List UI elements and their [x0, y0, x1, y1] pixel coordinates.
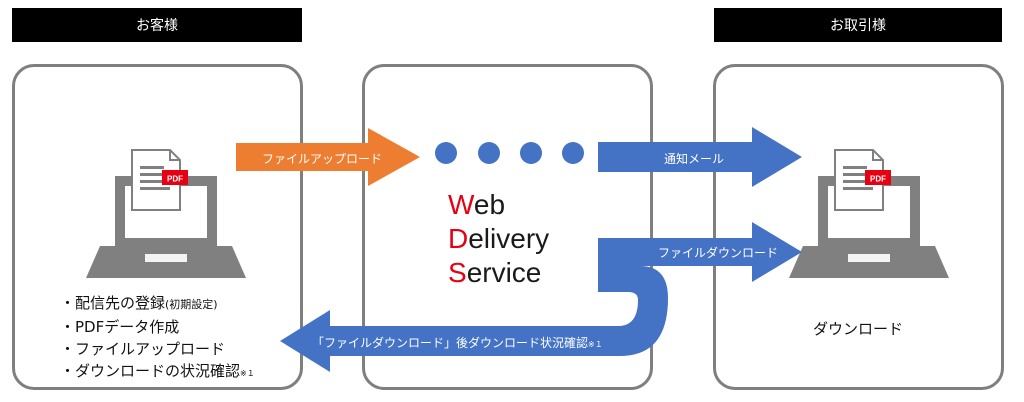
partner-download-label: ダウンロード	[812, 320, 903, 338]
client-task-register: ・配信先の登録(初期設定)	[60, 294, 218, 312]
partner-document-icon: PDF	[834, 149, 891, 211]
client-document-icon: PDF	[131, 149, 188, 211]
client-task-pdf: ・PDFデータ作成	[60, 318, 180, 336]
status-check-note: ※１	[588, 340, 603, 349]
client-header: お客様	[12, 8, 302, 42]
client-task-list: ・配信先の登録(初期設定) ・PDFデータ作成 ・ファイルアップロード ・ダウン…	[60, 292, 255, 385]
notify-arrow	[598, 127, 802, 187]
notify-arrow-label: 通知メール	[664, 152, 725, 166]
upload-arrow-label: ファイルアップロード	[262, 152, 383, 166]
status-check-label: 「ファイルダウンロード」後ダウンロード状況確認※１	[312, 334, 603, 351]
partner-header: お取引様	[714, 8, 1002, 42]
client-task-upload: ・ファイルアップロード	[60, 340, 226, 358]
download-arrow	[598, 222, 802, 282]
brand-line-web: Web	[448, 189, 506, 220]
transfer-dots	[435, 142, 584, 164]
status-check-text: 「ファイルダウンロード」後ダウンロード状況確認	[312, 336, 589, 350]
brand-line-service: Service	[448, 257, 542, 288]
client-pdf-badge: PDF	[167, 175, 183, 184]
service-brand: Web Delivery Service	[448, 188, 549, 290]
partner-pdf-badge: PDF	[870, 175, 886, 184]
client-header-label: お客様	[136, 18, 178, 34]
partner-header-label: お取引様	[830, 18, 886, 34]
status-check-arrow	[280, 266, 668, 372]
download-arrow-label: ファイルダウンロード	[658, 246, 779, 260]
brand-line-delivery: Delivery	[448, 223, 550, 254]
upload-arrow	[236, 128, 420, 186]
client-task-status: ・ダウンロードの状況確認※１	[60, 362, 255, 380]
